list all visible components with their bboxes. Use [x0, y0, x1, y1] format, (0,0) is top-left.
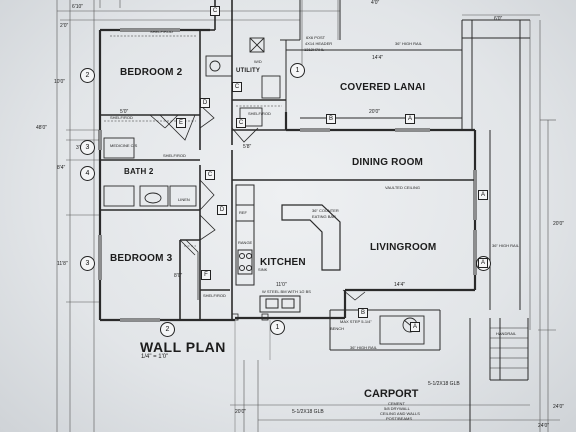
room-label-bedroom3: BEDROOM 3 [110, 253, 173, 264]
door-tag: C [232, 82, 242, 92]
dim-left-2: 48'0" [36, 125, 48, 131]
room-label-covered-lanai: COVERED LANAI [340, 82, 426, 93]
note-shelf-rod-bed3: SHELF/ROD [203, 293, 226, 298]
note-header: 4X14 HEADER [305, 41, 333, 46]
grid-marker: 2 [80, 68, 95, 83]
note-sink: SINK [258, 267, 268, 272]
dim-living-width: 14'4" [394, 282, 406, 288]
note-rail-right: 36" HIGH RAIL [492, 243, 519, 248]
dim-top-right: 6'0" [494, 16, 503, 22]
note-header2: 1312H7/HL [304, 47, 325, 52]
room-label-livingroom: LIVINGROOM [370, 242, 437, 253]
note-shelf-rod-bed2: SHELF/ROD [110, 115, 133, 120]
note-vaulted-ceiling: VAULTED CEILING [385, 185, 420, 190]
drawing-title: WALL PLAN [140, 339, 226, 355]
note-medicine-cabinet: MEDICINE C/S [110, 143, 138, 148]
room-label-dining-room: DINING ROOM [352, 157, 424, 168]
dim-top-mid: 4'0" [371, 0, 380, 6]
note-range: RANGE [238, 240, 253, 245]
dim-kitchen-width: 11'0" [276, 282, 287, 288]
note-refrigerator: REF [239, 210, 247, 215]
note-shelf-rod-utility: SHELF/ROD [248, 111, 271, 116]
dim-right-2: 24'0" [553, 404, 565, 410]
note-handrail: HANDRAIL [496, 331, 517, 336]
drawing-scale: 1/4" = 1'0" [141, 354, 169, 360]
note-rail-top: 36" HIGH RAIL [395, 41, 422, 46]
window-tag: A [405, 114, 415, 124]
dim-bottom-1: 20'0" [235, 409, 247, 415]
window-tag: A [478, 258, 488, 268]
room-label-kitchen: KITCHEN [260, 257, 306, 268]
grid-marker: 3 [80, 140, 95, 155]
note-carport-4: POST/BEAMS [386, 416, 413, 421]
door-tag: B [358, 308, 368, 318]
door-tag: F [201, 270, 211, 280]
door-tag: D [200, 98, 210, 108]
room-label-utility: UTILITY [236, 68, 261, 74]
note-eating-bar: EATING BAR [312, 214, 336, 219]
grid-marker: 2 [160, 322, 175, 337]
note-carport-2: 5/8 DRYWALL [384, 406, 410, 411]
grid-marker: 1 [290, 63, 305, 78]
dim-bed3-closet: 8'0" [174, 273, 183, 279]
door-tag: C [205, 170, 215, 180]
door-tag: D [217, 205, 227, 215]
room-label-bedroom2: BEDROOM 2 [120, 67, 183, 78]
note-counter: 36" COUNTER [312, 208, 339, 213]
note-shelf-rod-top: SHELF/ROD [150, 29, 173, 34]
note-glb-bottom: 5-1/2X18 GLB [292, 409, 324, 415]
window-tag: A [410, 322, 420, 332]
note-bench: BENCH [330, 326, 345, 331]
dim-top-left: 2'0" [60, 23, 69, 29]
note-post: 6X6 POST [306, 35, 326, 40]
dim-top-left-2: 6'10" [72, 4, 84, 10]
room-label-carport: CARPORT [364, 388, 419, 400]
door-tag: C [236, 118, 246, 128]
grid-marker: 1 [270, 320, 285, 335]
note-shelf-rod-bath: SHELF/ROD [163, 153, 186, 158]
grid-marker: 3 [80, 256, 95, 271]
note-max-step: MAX STEP 5-1/4" [340, 319, 372, 324]
note-rail-bottom: 36" HIGH RAIL [350, 345, 377, 350]
dim-left-5: 11'8" [57, 261, 68, 267]
window-tag: A [478, 190, 488, 200]
dim-lanai-2: 20'0" [369, 109, 381, 115]
note-washer-dryer: W/D [254, 59, 262, 64]
note-carport-3: CEILING AND WALLS [380, 411, 420, 416]
dim-left-1: 10'0" [54, 79, 66, 85]
grid-marker: 4 [80, 166, 95, 181]
dim-lanai-width: 14'4" [372, 55, 384, 61]
dim-left-4: 8'4" [57, 165, 66, 171]
note-linen: LINEN [178, 197, 190, 202]
room-label-bath2: BATH 2 [124, 167, 154, 176]
door-tag: E [176, 118, 186, 128]
dim-right-1: 20'0" [553, 221, 565, 227]
dim-utility-width: 5'8" [243, 144, 252, 150]
note-glb-carport: 5-1/2X18 GLB [428, 381, 460, 387]
window-tag: B [326, 114, 336, 124]
dim-bed2-closet: 5'0" [120, 109, 129, 115]
dim-bottom-2: 24'0" [538, 423, 550, 429]
door-tag: C [210, 6, 220, 16]
note-steel-beam: W STEEL BM WITH 1/2 BS [262, 289, 311, 294]
note-carport-1: CEMENT [388, 401, 405, 406]
